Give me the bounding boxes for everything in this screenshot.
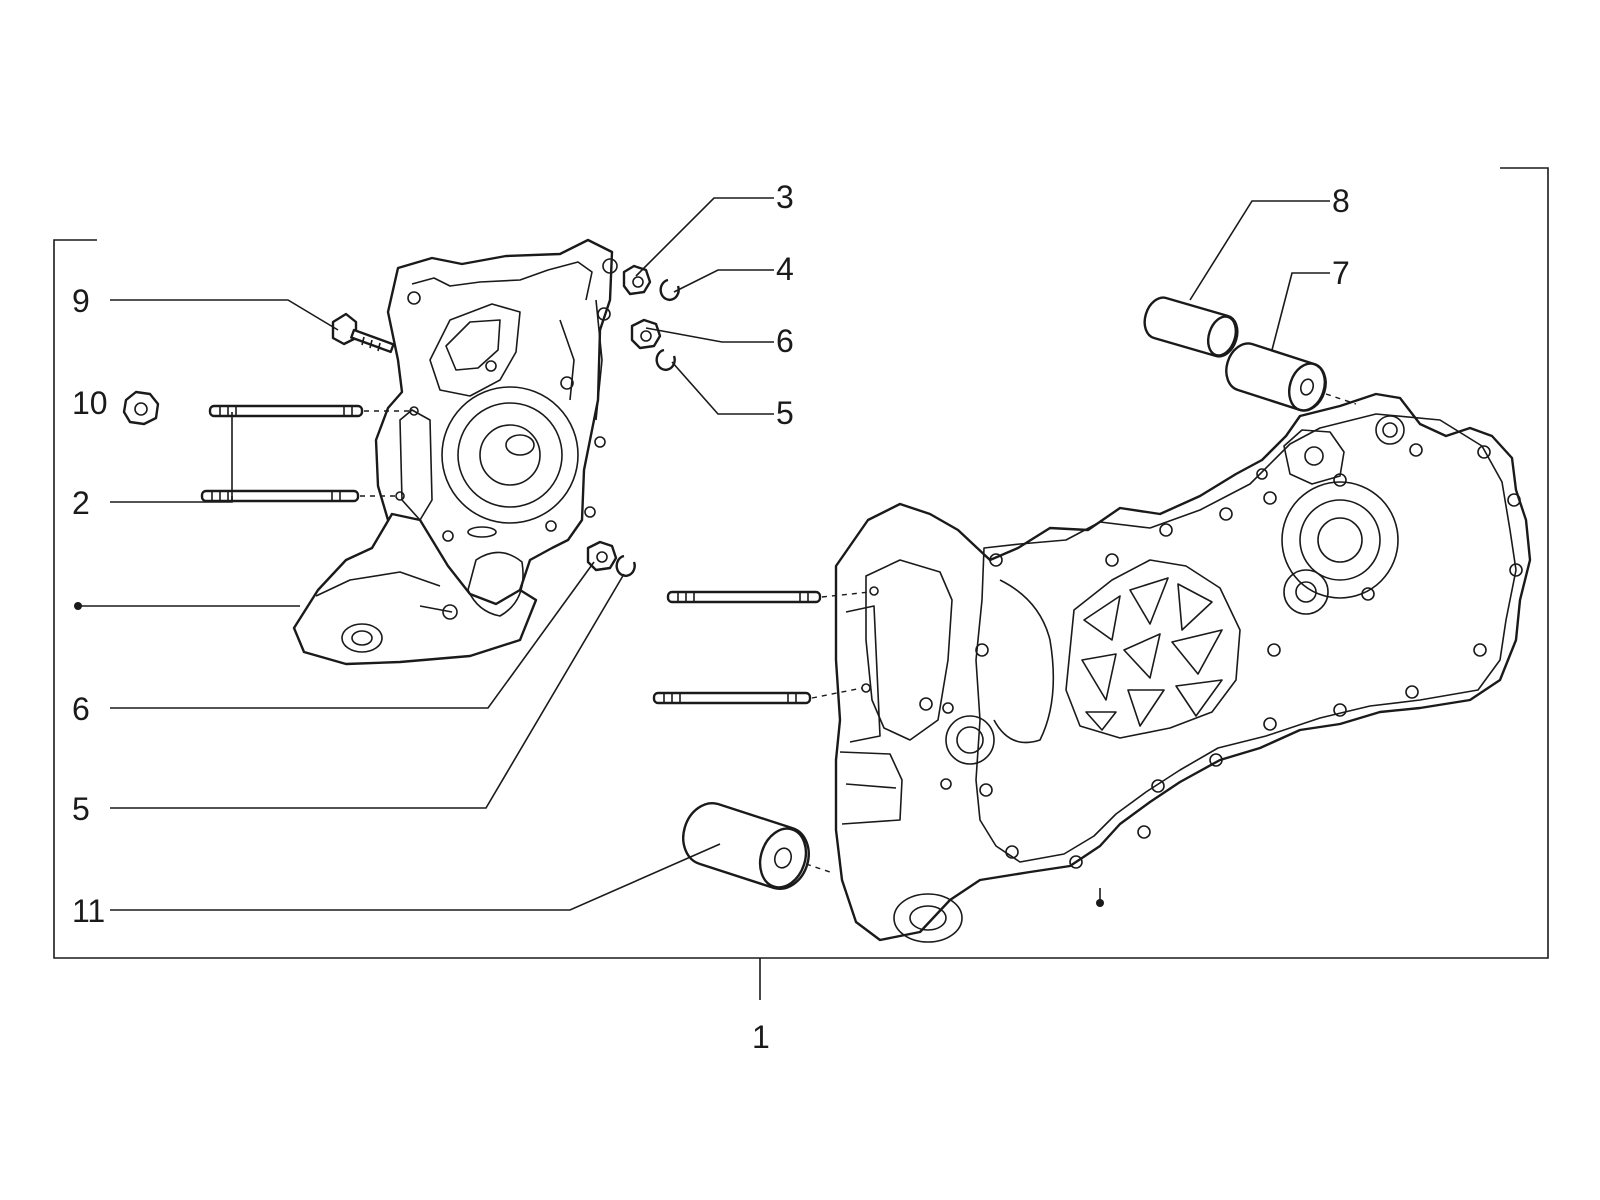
- bushing-8: [1143, 296, 1239, 358]
- stud-bolt-upper-left: [208, 404, 419, 418]
- callout-1: 1: [752, 1019, 770, 1055]
- callout-3: 3: [776, 179, 794, 215]
- right-crankcase-half: [834, 392, 1532, 943]
- callout-2: 2: [72, 485, 90, 521]
- callout-4: 4: [776, 251, 794, 287]
- nut-lower: [586, 540, 618, 572]
- assembly-bracket: [53, 167, 1549, 1000]
- callout-9: 9: [72, 283, 90, 319]
- left-crankcase-half: [292, 238, 618, 666]
- callout-labels: 3 4 6 5 9 10 2 6 5 11 8 7 1: [72, 179, 1350, 1055]
- leader-lines: [80, 197, 1330, 911]
- stud-bolt-upper-right: [666, 586, 879, 604]
- callout-5-top: 5: [776, 395, 794, 431]
- stud-bolt-lower-right: [652, 683, 871, 705]
- nut-upper: [622, 264, 652, 296]
- circlip-middle: [655, 348, 676, 371]
- callout-11: 11: [72, 893, 105, 929]
- hex-bolt: [331, 312, 395, 354]
- callout-10: 10: [72, 385, 108, 421]
- bushing-11: [682, 802, 831, 890]
- callout-5-bottom: 5: [72, 791, 90, 827]
- circlip-upper: [659, 278, 680, 301]
- nut-middle: [630, 318, 662, 350]
- stud-bolt-lower-left: [200, 489, 405, 503]
- rib-lattice: [1065, 559, 1241, 739]
- callout-7: 7: [1332, 255, 1350, 291]
- callout-6-top: 6: [776, 323, 794, 359]
- circlip-lower: [615, 554, 636, 577]
- hex-nut: [122, 390, 160, 426]
- left-crankcase-dot: [74, 602, 82, 610]
- bushing-7: [1225, 342, 1357, 412]
- callout-6-bottom: 6: [72, 691, 90, 727]
- callout-8: 8: [1332, 183, 1350, 219]
